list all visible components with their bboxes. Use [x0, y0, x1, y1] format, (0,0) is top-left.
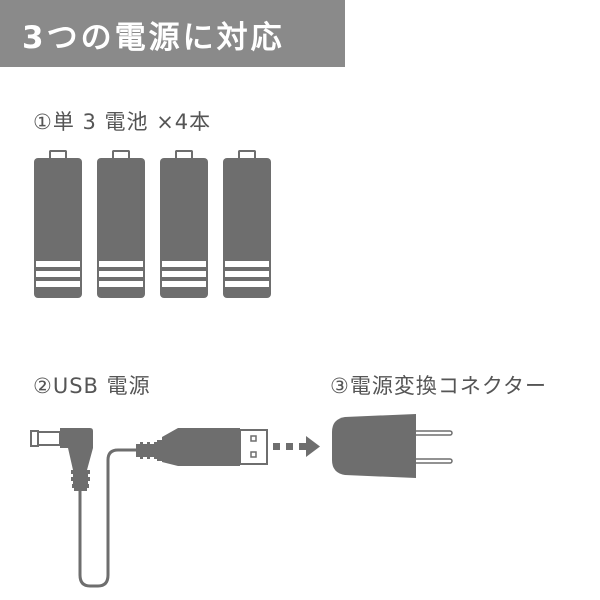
arrow-right-icon	[273, 436, 320, 457]
page-title: 3つの電源に対応	[22, 20, 285, 56]
option-label-adapter: ③電源変換コネクター	[330, 374, 547, 398]
battery-icon	[223, 150, 271, 298]
battery-icon	[97, 150, 145, 298]
option-label-usb: ②USB 電源	[33, 374, 151, 398]
battery-icon	[34, 150, 82, 298]
battery-icon	[160, 150, 208, 298]
title-banner: 3つの電源に対応	[0, 0, 345, 67]
option-label-batteries: ①単 3 電池 ×4本	[33, 110, 212, 134]
